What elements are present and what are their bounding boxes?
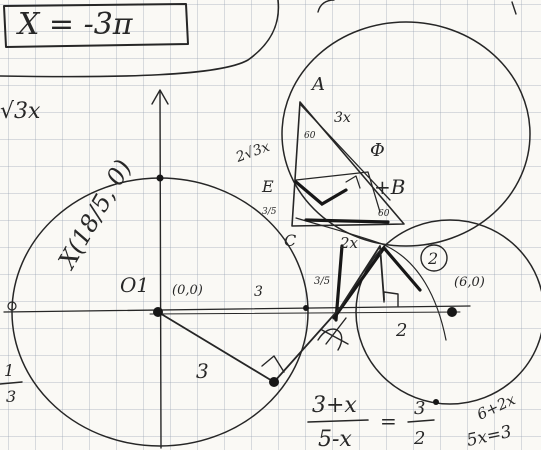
top-right-mark [511,1,517,15]
heavy-vertical [334,244,344,322]
label-e: E [261,177,274,196]
circle-lower-right [355,219,541,405]
circle-label-2: 2 [427,249,438,268]
point-bottom [269,377,279,387]
label-3x: 3x [334,110,351,126]
label-3-a: 3 [254,284,263,300]
point-o1 [153,307,163,317]
circle-upper-right [281,21,531,247]
triangle-inner [295,103,391,213]
label-c: C [284,231,296,250]
bottom-right-eq: 5x=3 [465,422,514,450]
top-bracket [0,0,280,78]
triangle-abc [291,101,405,227]
sqrt-term: √3x [0,99,41,124]
small-box [383,291,399,307]
circle-mark-2 [420,244,448,272]
label-3-b: 3 [196,359,209,383]
top-right-curve [317,0,335,13]
x-axis [3,305,471,313]
eq-rhs-bar [407,419,435,423]
x-axis-2 [149,311,461,315]
label-a: A [310,74,325,95]
label-2sqrt3x: 2√3x [233,139,272,166]
eq-rhs-num: 3 [414,398,425,419]
label-phi: Φ [370,140,385,161]
heavy-diagonal [332,245,422,320]
frac-left-bar [0,381,23,385]
eq-num: 3+x [312,393,357,418]
origin-label: (0,0) [172,283,203,298]
point-x-label: X(18/5, 0) [52,155,137,275]
equation-box [3,3,189,48]
scribble-mid [317,317,349,351]
point-axis [303,305,309,311]
label-60b: 60 [378,209,390,219]
y-axis [159,91,162,449]
eq-equals: = [380,409,397,433]
o1-label: O1 [120,273,149,297]
point-left [7,301,17,311]
label-2: 2 [395,320,407,341]
eq-bar [307,419,369,423]
outer-arc [295,217,447,341]
point-top [156,174,164,182]
point-lower [433,399,439,405]
equation-top: X = -3π [16,7,134,42]
frac-left-bot: 3 [6,387,16,406]
heavy-segment-e [294,180,348,206]
small-label-2: 3/5 [314,276,330,287]
bottom-right-expr: 6+2x [474,390,518,423]
heavy-segment-c [304,218,390,224]
y-axis-arrow [151,89,169,105]
label-60a: 60 [304,131,316,141]
right-angle-small [345,175,361,189]
point-6-label: (6,0) [454,275,485,290]
small-label: 3/5 [262,207,277,217]
eq-den: 5-x [318,427,352,450]
eq-rhs-den: 2 [413,428,425,449]
frac-left-top: 1 [4,361,14,380]
label-2x: 2x [339,234,359,252]
point-6 [447,307,457,317]
path-o1 [157,245,385,383]
right-angle-o1 [261,355,285,373]
label-b: +B [374,175,405,199]
